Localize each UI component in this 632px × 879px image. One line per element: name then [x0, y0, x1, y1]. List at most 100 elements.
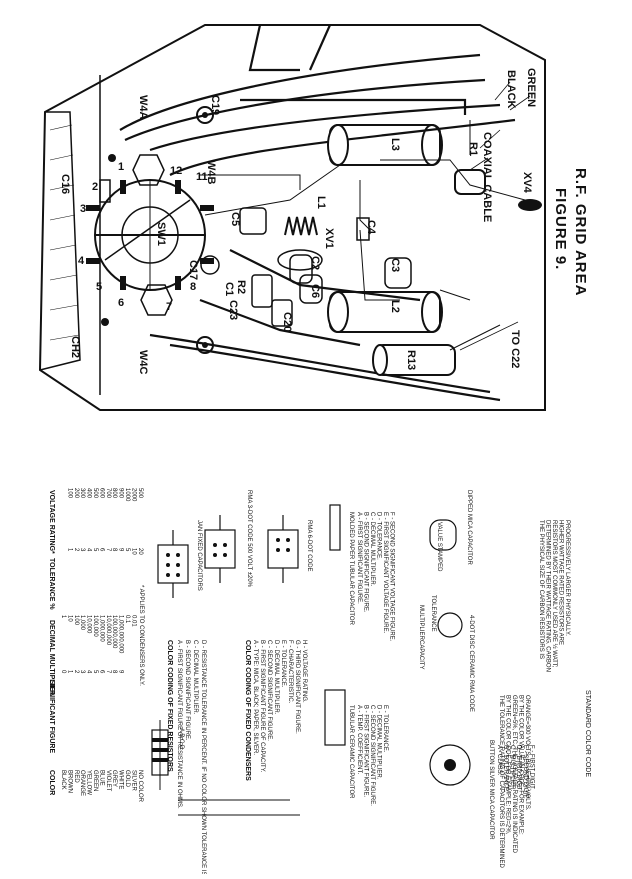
sig-figure-cell: 2 [73, 670, 79, 674]
label-pos-11: 11 [196, 171, 208, 183]
condenser-note: D - DECIMAL MULTIPLIER. [273, 640, 279, 715]
resistor-bands-label: A B C D [178, 728, 184, 750]
tolerance-cell: 4 [86, 548, 92, 552]
socket-xv4 [518, 199, 542, 211]
label-c16: C16 [59, 174, 71, 194]
voltage-cell: 500 [92, 488, 98, 499]
capacitor-c16 [99, 179, 111, 203]
voltage-cell: 900 [118, 488, 124, 499]
multiplier-cell: 1,000,000 [98, 615, 104, 642]
capacitor-c23-center [202, 342, 208, 348]
tolerance-cell: 2 [73, 548, 79, 552]
voltage-cell: 2000 [130, 488, 136, 502]
resistor-r13 [372, 344, 456, 376]
label-pos-4: 4 [78, 255, 85, 267]
capacitor-c19-center [202, 112, 208, 118]
color-cell: WHITE [118, 770, 124, 789]
ceramic-note: A - TEMP. COEFFICIENT. [356, 705, 362, 774]
coil-l1 [284, 216, 318, 236]
resistor-note: A - FIRST SIGNIFICANT FIGURE OF RESISTAN… [176, 640, 182, 809]
coil-l3-can [327, 124, 443, 166]
label-c23: C23 [227, 300, 239, 320]
label-black: BLACK [505, 70, 517, 109]
capacitor-c20 [271, 299, 293, 327]
tolerance-cell: 8 [111, 548, 117, 552]
label-l2: L2 [389, 300, 401, 313]
voltage-cell: 500 [137, 488, 143, 499]
wire-bundle-bottom [149, 249, 501, 402]
wire-thin [200, 120, 526, 351]
capacitor-drawings [157, 504, 346, 746]
button-mica-title: BUTTON SILVER MICA CAPACITOR [488, 740, 494, 840]
physical-paragraph-line: THE PHYSICAL SIZE OF CARBON RESISTORS IS [538, 520, 544, 659]
disc-title: 4-DOT DISC CERAMIC RMA CODE [468, 615, 474, 712]
color-cell: NO COLOR [137, 770, 143, 803]
tolerance-paragraph-line: ORANGE=300 VOLTS, BLUE=600 VOLTS. [524, 695, 530, 811]
color-cell: VIOLET [105, 770, 111, 792]
paper-title: MOLDED PAPER TUBULAR CAPACITOR [348, 512, 354, 626]
socket-xv1 [277, 249, 323, 271]
tolerance-paragraph-line: BY THE COLOR VALUE IN CODE. FOR EXAMPLE: [518, 695, 524, 835]
multiplier-cell: 0.01 [130, 615, 136, 627]
multiplier-cell: 0.1 [124, 615, 130, 624]
resistor-note: C - DECIMAL MULTIPLIER. [192, 640, 198, 715]
label-pos-6: 6 [118, 297, 124, 309]
label-c2: C2 [309, 256, 321, 270]
paper-note: B - SECOND SIGNIFICANT FIGURE. [363, 512, 369, 613]
rma-6-dot: RMA 6-DOT CODE [306, 520, 312, 572]
ceramic-note: E - TOLERANCE. [382, 705, 388, 753]
voltage-cell: 1000 [124, 488, 130, 502]
voltage-cell: 400 [86, 488, 92, 499]
disc-capacity: CAPACITY [418, 640, 424, 670]
button-mica-notes: A - CLASS.B - TOLERANCE.C - MULTIPLIER.D… [496, 745, 535, 799]
condenser-note: H - VOLTAGE RATING. [301, 640, 307, 703]
side-hatching [49, 124, 80, 341]
coil-l2-can [327, 291, 443, 333]
color-cell: BLUE [98, 770, 104, 786]
physical-paragraph-line: DETERMINED BY THEIR WATTAGE RATING. CARB… [545, 520, 551, 672]
capacitor-c3 [384, 257, 412, 289]
schematic: C16 C19 W4A W4B W4C SW1 C23 C5 C1 R2 XV1… [38, 24, 589, 411]
button-mica-note: F - FIRST DIGIT. [529, 745, 535, 790]
ceramic-notes: A - TEMP. COEFFICIENT.B - FIRST SIGNIFIC… [356, 705, 388, 806]
label-w4a: W4A [137, 95, 149, 120]
tolerance-paragraph-line: GREEN=5%, ETC. THE VOLTAGE RATING IS IND… [511, 695, 517, 854]
color-table: BLACK01BROWN1101100RED21002200ORANGE31,0… [60, 488, 143, 803]
leader-lines [459, 81, 531, 351]
sig-figure-cell: 3 [79, 670, 85, 674]
tolerance-cell: 20 [137, 548, 143, 555]
label-r1: R1 [467, 142, 479, 156]
tolerance-cell: 10 [130, 548, 136, 555]
capacitor-c23 [196, 336, 214, 354]
label-pos-1: 1 [118, 161, 124, 173]
tolerance-cell: 3 [79, 548, 85, 552]
label-pos-8: 8 [190, 281, 196, 293]
label-c1: C1 [223, 282, 235, 296]
header-significant-figure: SIGNIFICANT FIGURE [48, 680, 55, 753]
paper-note: F - SECOND SIGNIFICANT VOLTAGE FIGURE. [389, 512, 395, 642]
label-green: GREEN [525, 68, 537, 107]
sig-figure-cell: 1 [66, 670, 72, 674]
ground-lug-top [108, 154, 116, 162]
voltage-cell: 300 [79, 488, 85, 499]
figure-number: FIGURE 9. [552, 188, 569, 270]
label-c20: C20 [281, 312, 293, 332]
condenser-note: G - THIRD SIGNIFICANT FIGURE. [294, 640, 300, 734]
ceramic-note: D - DECIMAL MULTIPLIER. [376, 705, 382, 780]
multiplier-cell: 1,000,000,000 [118, 615, 124, 654]
condenser-note: A - TYPE: MICA, BLACK; PAPER, SILVER. [252, 640, 258, 755]
label-c4: C4 [365, 220, 377, 235]
resistor-note: D - RESISTANCE TOLERANCE IN PERCENT. IF … [200, 640, 206, 874]
resistor-drawing [151, 720, 169, 790]
color-cell: GREEN [92, 770, 98, 791]
multiplier-cell: 10,000,000 [105, 615, 111, 646]
switch-sw1 [86, 154, 214, 316]
voltage-cell: 700 [105, 488, 111, 499]
paper-note: E - FIRST SIGNIFICANT VOLTAGE FIGURE. [382, 512, 388, 634]
color-cell: RED [73, 770, 79, 783]
capacitor-dots [166, 538, 290, 577]
label-c3: C3 [389, 258, 401, 272]
label-xv4: XV4 [521, 172, 533, 194]
multiplier-cell: 100,000 [92, 615, 98, 637]
